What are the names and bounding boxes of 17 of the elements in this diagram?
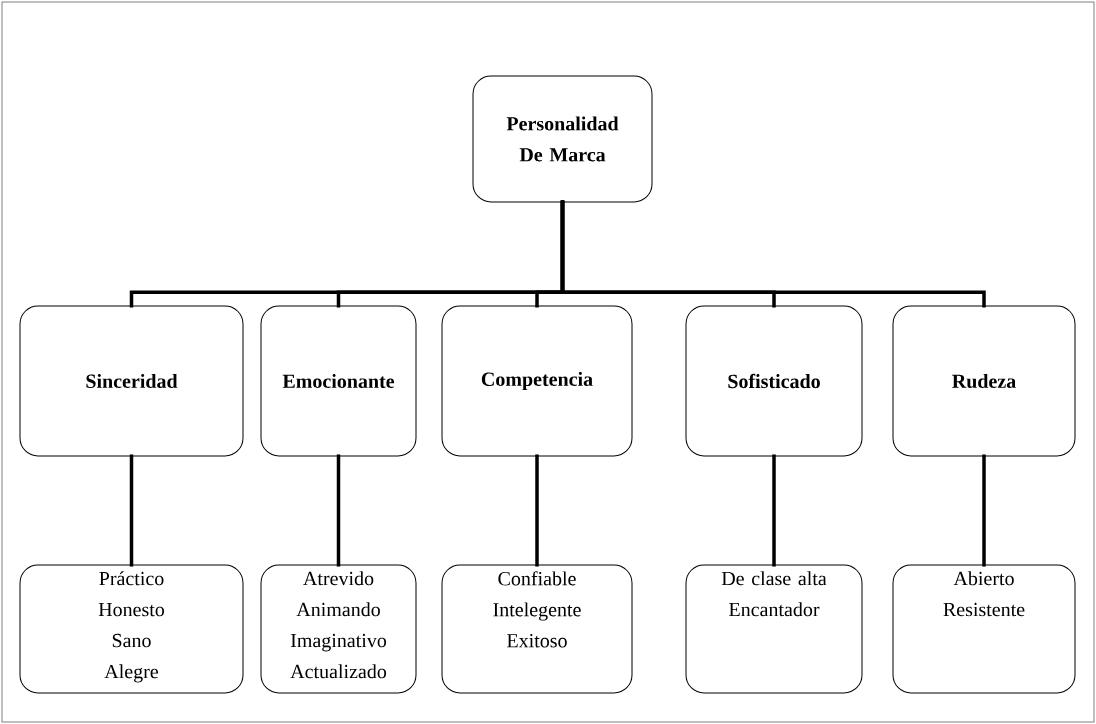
trait-box: De clase alta Encantador [685, 564, 863, 694]
category-box: Sinceridad [19, 305, 244, 457]
category-box: Competencia [441, 305, 633, 457]
trait-box: Práctico Honesto Sano Alegre [19, 564, 244, 694]
trait-box: Abierto Resistente [892, 564, 1076, 694]
connector-line [129, 454, 134, 567]
connector-line [772, 454, 776, 567]
connector-line [982, 454, 986, 567]
connector-line [560, 200, 986, 308]
trait-box: Atrevido Animando Imaginativo Actualizado [260, 564, 417, 694]
connector-line [336, 454, 341, 567]
category-box: Sofisticado [685, 305, 863, 457]
root-box: Personalidad De Marca [472, 75, 653, 203]
category-box: Rudeza [892, 305, 1076, 457]
category-box: Emocionante [260, 305, 417, 457]
trait-box: Confiable Intelegente Exitoso [441, 564, 633, 694]
connector-line [535, 454, 539, 567]
